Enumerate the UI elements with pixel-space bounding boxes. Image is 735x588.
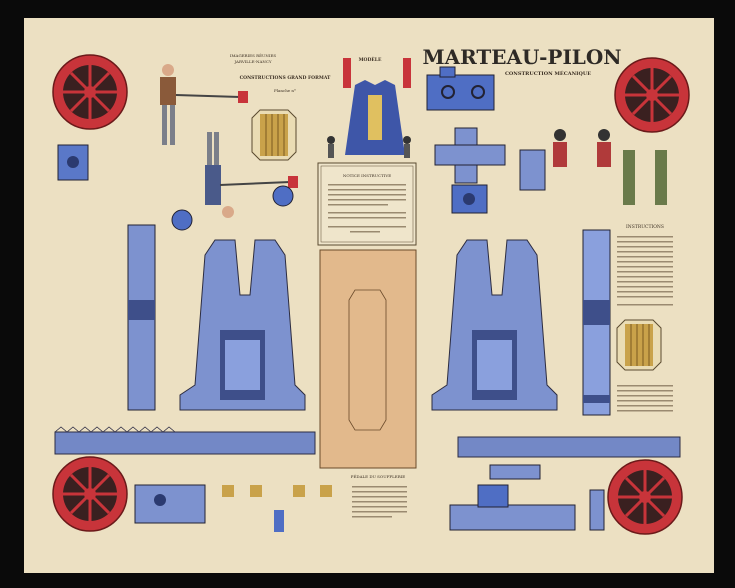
base-board-part: [319, 249, 417, 469]
sheet-subtitle: CONSTRUCTION MÉCANIQUE: [505, 69, 591, 77]
instructions-text: [617, 236, 673, 412]
gear-rack-left: [54, 426, 316, 455]
cross-part: [434, 127, 506, 214]
notice-box: NOTICE INSTRUCTIVE: [317, 162, 417, 246]
wheel-top-right: [613, 56, 691, 134]
bottom-parts-right: [449, 464, 605, 531]
gold-cylinder-top: [251, 109, 297, 161]
publisher-line2: JARVILLE-NANCY: [233, 59, 271, 64]
wheel-bottom-right: [606, 458, 684, 536]
pedal-text: [352, 486, 407, 518]
pedal-title: PÉDALE DU SOUFFLERIE: [351, 474, 406, 479]
gold-cylinder-right: [616, 319, 662, 371]
blacksmith-figure-top: [160, 64, 248, 145]
blue-box-part: [426, 66, 495, 111]
wheel-top-left: [51, 53, 129, 131]
notice-title: NOTICE INSTRUCTIVE: [343, 173, 391, 178]
small-blue-parts: [57, 144, 546, 231]
series-label: CONSTRUCTIONS GRAND FORMAT: [240, 75, 331, 81]
gear-rack-right: [457, 436, 681, 458]
column-right: [582, 229, 611, 416]
figures-right: [553, 129, 667, 205]
instructions-title: INSTRUCTIONS: [626, 224, 664, 230]
model-label: MODÈLE: [359, 55, 382, 63]
wheel-bottom-left: [51, 455, 129, 533]
blacksmith-figure-bottom: [205, 132, 298, 218]
publisher-line1: IMAGERIES RÉUNIES: [230, 53, 277, 58]
plate-number: Planche n°: [274, 88, 296, 93]
sheet-title: MARTEAU-PILON: [422, 45, 621, 69]
column-left: [127, 224, 156, 411]
model-illustration: [327, 58, 411, 158]
bottom-parts-left: [134, 484, 332, 532]
